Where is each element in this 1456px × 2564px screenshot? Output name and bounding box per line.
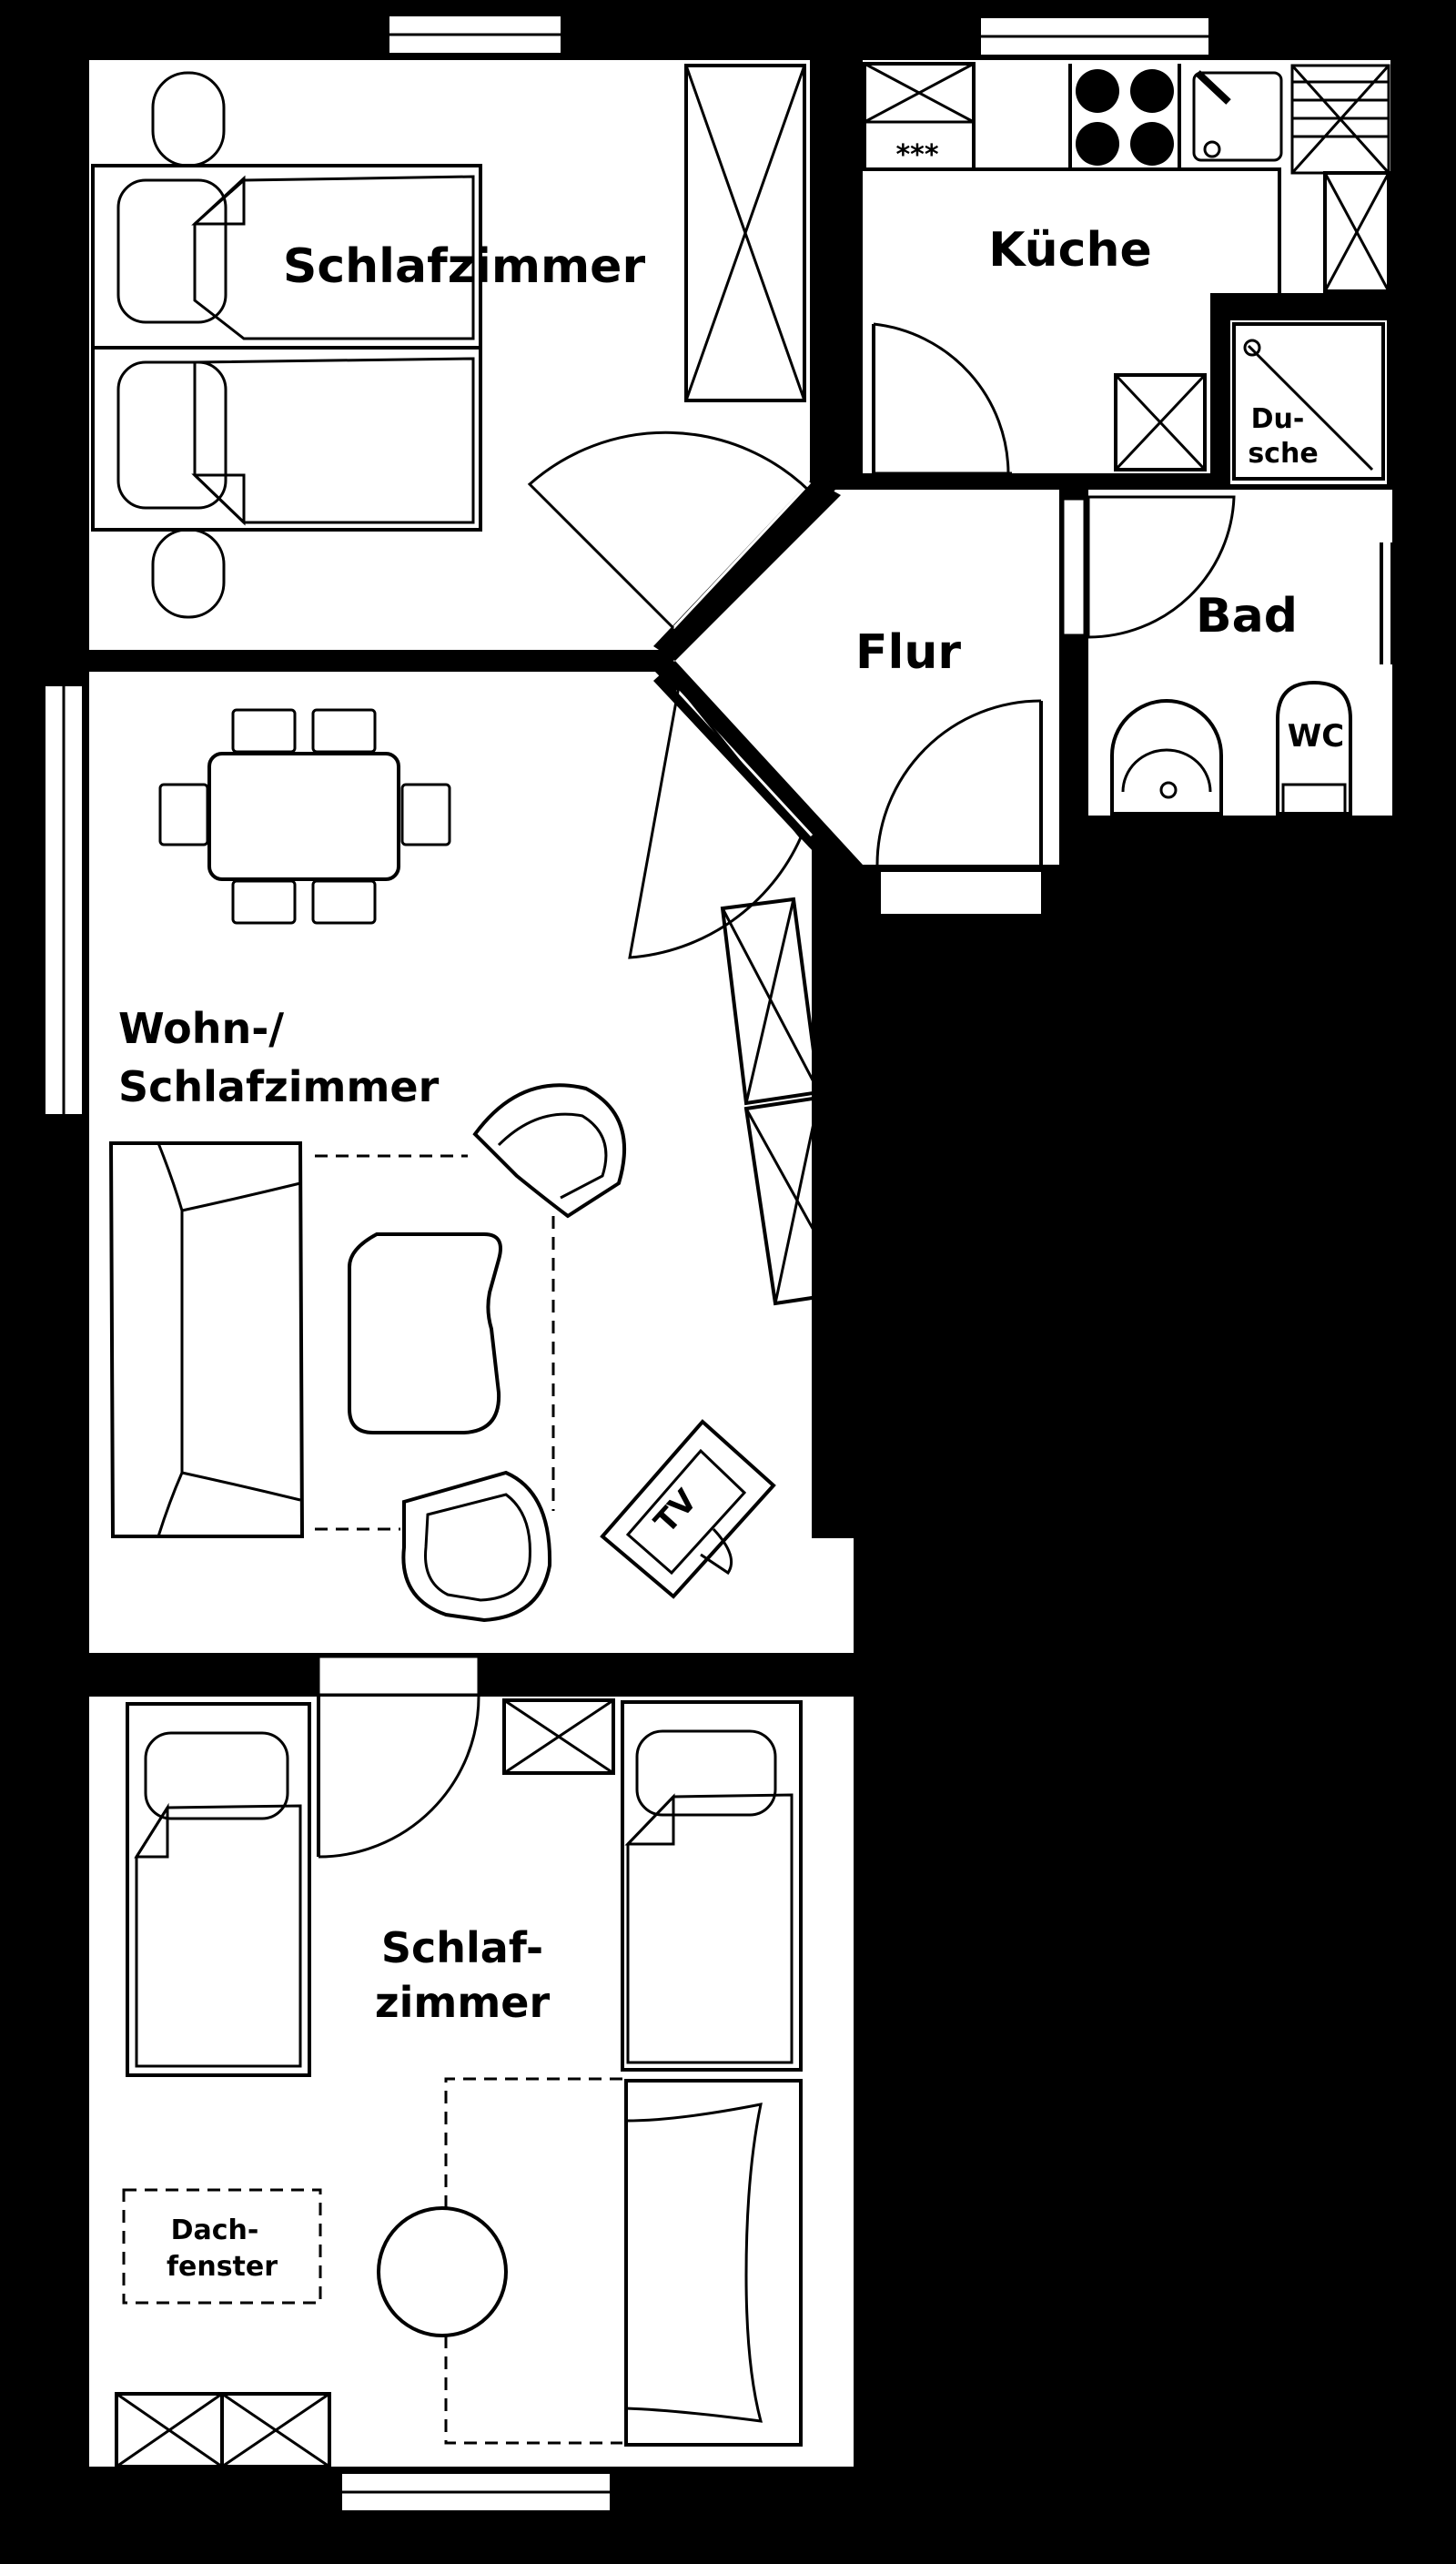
room-label-bad: Bad bbox=[1196, 589, 1298, 644]
room-label-dusche-2: sche bbox=[1248, 438, 1318, 470]
window-bad-right bbox=[1380, 542, 1394, 664]
room-label-wohn-2: Schlafzimmer bbox=[118, 1062, 440, 1111]
room-label-schlafzimmer: Schlafzimmer bbox=[283, 239, 646, 294]
cabinet-top-small bbox=[502, 1698, 615, 1775]
room-bad bbox=[1088, 490, 1392, 816]
window-bad bbox=[1061, 497, 1087, 637]
room-label-kueche: Küche bbox=[988, 223, 1152, 278]
sofa-wohnzimmer bbox=[108, 1141, 305, 1538]
wardrobe-wohnzimmer bbox=[720, 897, 851, 1306]
washbasin-icon bbox=[1110, 699, 1223, 816]
skylight-box bbox=[122, 2188, 322, 2305]
room-flur bbox=[673, 490, 1059, 865]
room-label-flur: Flur bbox=[855, 625, 961, 680]
window-bottom bbox=[339, 2470, 613, 2514]
room-wohnzimmer bbox=[89, 672, 854, 1653]
kitchen-sink-icon bbox=[1192, 70, 1283, 162]
stove-icon bbox=[1076, 69, 1174, 166]
double-bed bbox=[91, 164, 482, 532]
room-label-schlaf2-1: Schlaf- bbox=[381, 1923, 543, 1972]
wall-divider-top-rooms bbox=[89, 650, 672, 672]
wall-diagonal-top bbox=[653, 479, 841, 661]
kitchen-counter bbox=[863, 62, 1281, 293]
freezer-mark: *** bbox=[895, 139, 938, 171]
door-bad bbox=[1087, 495, 1236, 639]
nightstand-bottom bbox=[151, 528, 226, 619]
armchair-1 bbox=[472, 1083, 626, 1219]
bed-right bbox=[621, 1700, 803, 2072]
skylight-label-1: Dach- bbox=[171, 2214, 259, 2246]
round-table bbox=[377, 2206, 508, 2337]
door-wohnzimmer bbox=[628, 683, 803, 959]
kitchen-cabinet-right bbox=[1323, 171, 1390, 293]
sofa-schlafzimmer bbox=[624, 2079, 803, 2447]
shower-tray bbox=[1232, 322, 1385, 481]
dining-table bbox=[207, 752, 400, 881]
window-top-left bbox=[386, 13, 564, 56]
room-label-wc: WC bbox=[1288, 718, 1344, 755]
tv-icon bbox=[600, 1419, 776, 1599]
coffee-table bbox=[348, 1232, 502, 1434]
window-flur-bottom bbox=[877, 868, 1045, 917]
wardrobe-schlafzimmer bbox=[684, 64, 806, 402]
door-schlafzimmer-bottom bbox=[317, 1655, 480, 1859]
wall-diagonal-bottom bbox=[653, 661, 863, 881]
cabinets-bottom bbox=[115, 2392, 331, 2468]
toilet-icon bbox=[1276, 680, 1352, 816]
door-kueche bbox=[872, 322, 1012, 475]
dashed-rug-schlafzimmer bbox=[444, 2077, 622, 2445]
room-label-dusche-1: Du- bbox=[1251, 403, 1305, 435]
nightstand-top bbox=[151, 71, 226, 167]
bed-left bbox=[126, 1702, 311, 2077]
door-schlafzimmer-top bbox=[527, 431, 812, 630]
dish-rack-icon bbox=[1290, 64, 1390, 175]
dining-chairs bbox=[158, 708, 451, 925]
armchair-2 bbox=[401, 1470, 552, 1623]
door-flur-entry bbox=[875, 699, 1043, 866]
room-label-wohn-1: Wohn-/ bbox=[118, 1004, 284, 1053]
dashed-rug-wohnzimmer bbox=[315, 1154, 555, 1531]
window-top-kitchen bbox=[977, 15, 1212, 58]
room-label-schlaf2-2: zimmer bbox=[375, 1978, 551, 2027]
window-left-living bbox=[42, 683, 86, 1118]
kitchen-cabinet-low bbox=[1114, 373, 1207, 471]
room-kueche bbox=[863, 60, 1390, 473]
skylight-label-2: fenster bbox=[167, 2251, 278, 2283]
